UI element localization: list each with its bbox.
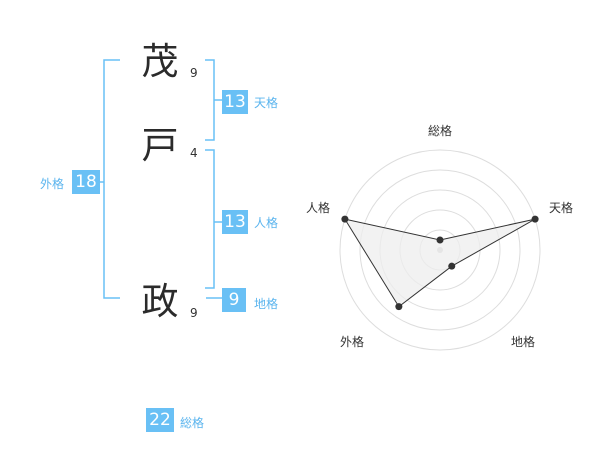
jinkaku-label: 人格	[254, 216, 279, 230]
tenkaku-bracket	[205, 59, 222, 141]
stroke-count-1: 9	[190, 66, 198, 80]
name-char-2: 戸	[141, 124, 179, 167]
radar-point-1	[531, 215, 539, 223]
radar-ring	[359, 169, 521, 331]
gaikaku-bracket	[103, 59, 120, 299]
soukaku-label: 総格	[180, 416, 205, 430]
gaikaku-label: 外格	[40, 177, 65, 191]
radar-point-0	[436, 236, 444, 244]
jinkaku-value: 13	[222, 210, 248, 234]
radar-axis-label-soukaku: 総格	[428, 124, 453, 138]
jinkaku-bracket	[205, 149, 222, 289]
chikaku-value: 9	[222, 288, 246, 312]
radar-point-4	[341, 215, 349, 223]
radar-point-2	[448, 262, 456, 270]
stroke-count-2: 4	[190, 146, 198, 160]
radar-point-3	[395, 303, 403, 311]
radar-axis-label-jinkaku: 人格	[306, 201, 331, 215]
chikaku-label: 地格	[254, 297, 279, 311]
radar-axis-label-gaikaku: 外格	[340, 335, 365, 349]
name-char-3: 政	[141, 280, 179, 323]
radar-axis-label-chikaku: 地格	[511, 335, 536, 349]
radar-chart	[339, 149, 541, 351]
radar-ring	[339, 149, 541, 351]
stroke-count-3: 9	[190, 306, 198, 320]
name-char-1: 茂	[141, 40, 179, 83]
gaikaku-value: 18	[72, 170, 100, 194]
soukaku-value: 22	[146, 408, 174, 432]
radar-axis-label-tenkaku: 天格	[549, 201, 574, 215]
tenkaku-label: 天格	[254, 96, 279, 110]
radar-series-area	[343, 218, 536, 308]
tenkaku-value: 13	[222, 90, 248, 114]
bracket-lines	[96, 59, 222, 299]
